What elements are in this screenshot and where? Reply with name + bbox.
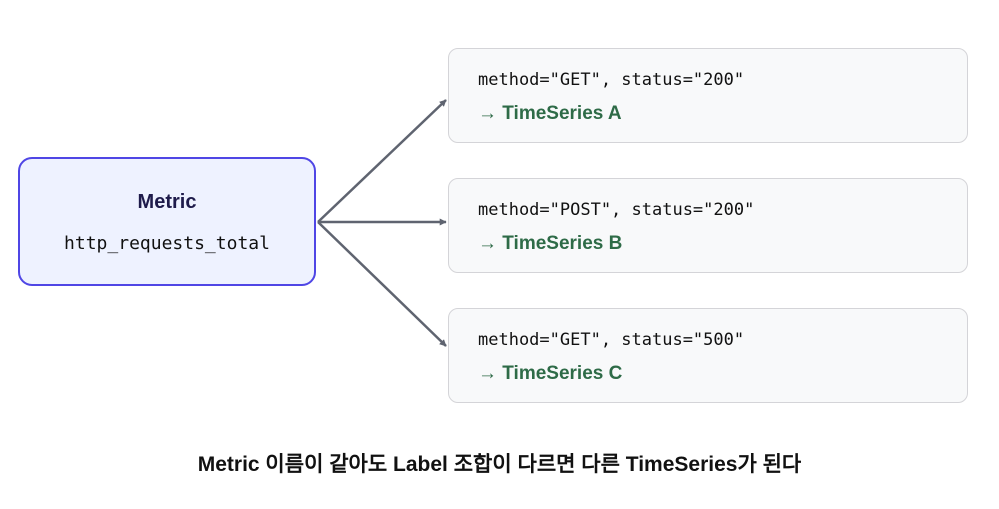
label-set: method="GET", status="200" (478, 70, 745, 90)
timeseries-box-c: method="GET", status="500" → TimeSeries … (448, 308, 968, 403)
arrow-to-timeseries-c (317, 221, 447, 347)
label-set: method="GET", status="500" (478, 330, 745, 350)
timeseries-box-a: method="GET", status="200" → TimeSeries … (448, 48, 968, 143)
timeseries-box-b: method="POST", status="200" → TimeSeries… (448, 178, 968, 273)
label-set: method="POST", status="200" (478, 200, 755, 220)
timeseries-target: → TimeSeries B (478, 233, 623, 254)
arrow-to-timeseries-a (317, 99, 447, 223)
diagram-caption: Metric 이름이 같아도 Label 조합이 다르면 다른 TimeSeri… (197, 453, 802, 476)
timeseries-target: → TimeSeries A (478, 103, 622, 124)
metric-name: http_requests_total (64, 233, 270, 254)
timeseries-target: → TimeSeries C (478, 363, 623, 384)
metric-title: Metric (137, 191, 197, 213)
metric-box: Metric http_requests_total (18, 157, 316, 286)
